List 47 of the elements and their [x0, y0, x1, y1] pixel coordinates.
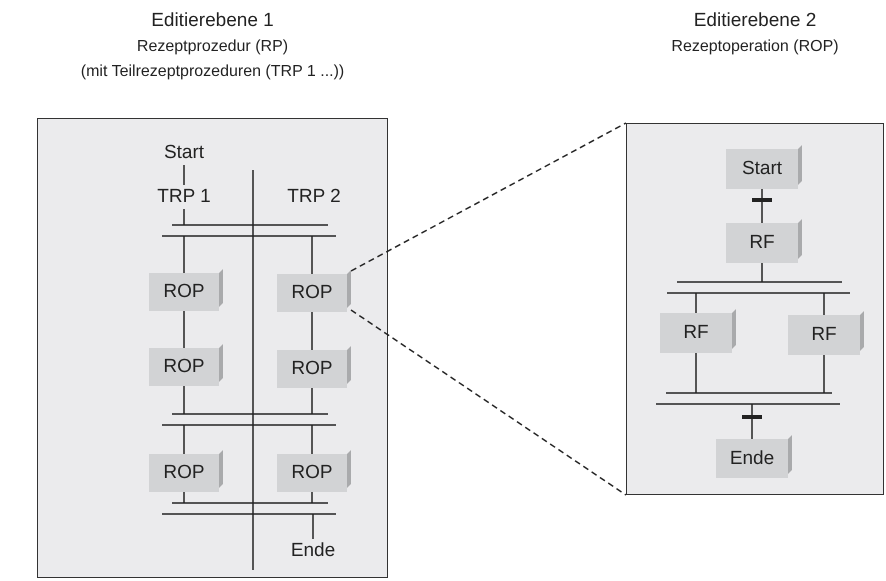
sync-bar	[656, 392, 840, 405]
connector	[183, 386, 185, 414]
connector	[311, 492, 313, 503]
zoom-line	[350, 122, 626, 272]
step-box: ROP	[277, 270, 351, 312]
connector	[311, 236, 313, 274]
connector	[183, 209, 185, 225]
step-box: ROP	[149, 269, 223, 311]
branch-label: TRP 2	[287, 186, 341, 208]
zoom-line	[350, 309, 626, 496]
panel-heading: Editierebene 1	[151, 9, 274, 33]
sync-bar	[162, 224, 336, 237]
connector	[751, 404, 753, 439]
step-box: RF	[726, 219, 802, 263]
connector	[823, 355, 825, 393]
step-box: Ende	[716, 435, 792, 478]
step-label: TRP 1	[157, 186, 211, 208]
connector	[183, 492, 185, 503]
step-box: Start	[726, 145, 802, 189]
step-box: ROP	[277, 450, 351, 492]
connector	[183, 165, 185, 185]
connector	[311, 388, 313, 414]
connector	[761, 189, 763, 223]
panel-subheading: Rezeptprozedur (RP)	[136, 37, 288, 57]
connector	[312, 514, 314, 539]
connector	[311, 312, 313, 350]
step-label: Ende	[290, 540, 336, 562]
panel-heading: Editierebene 2	[694, 9, 816, 33]
connector	[183, 425, 185, 454]
step-box: ROP	[277, 346, 351, 388]
connector	[761, 263, 763, 282]
connector	[695, 353, 697, 393]
sync-bar	[162, 502, 336, 515]
sync-bar	[162, 413, 336, 426]
step-box: ROP	[149, 344, 223, 386]
step-label: Start	[164, 142, 204, 164]
step-box: ROP	[149, 450, 223, 492]
step-box: RF	[660, 309, 736, 353]
step-box: RF	[788, 311, 864, 355]
panel-subheading: Rezeptoperation (ROP)	[671, 37, 839, 57]
panel-subheading: (mit Teilrezeptprozeduren (TRP 1 ...))	[80, 62, 344, 82]
connector	[823, 293, 825, 315]
connector	[183, 311, 185, 348]
connector	[695, 293, 697, 313]
sync-bar	[667, 281, 850, 294]
connector	[311, 425, 313, 454]
connector	[183, 236, 185, 273]
